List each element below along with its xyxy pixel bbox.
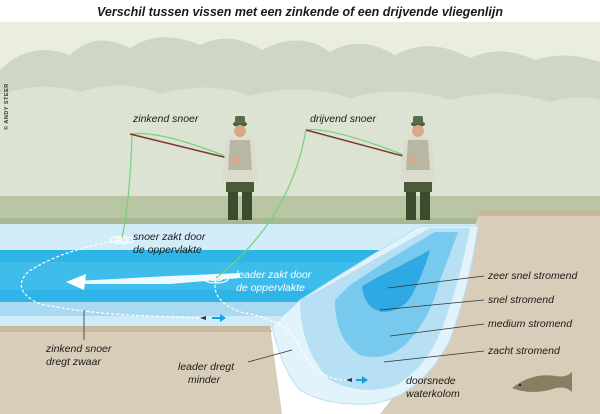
label-cross-section-2: waterkolom [406,388,460,400]
pointer-leader-drags [247,349,293,363]
rod-left [129,133,237,161]
label-line-sinks-2: de oppervlakte [133,244,202,256]
ripple-right [203,274,229,284]
current-arrow [74,273,240,284]
grass-bank [0,196,600,222]
angler-right [400,116,436,220]
label-fast: snel stromend [488,294,555,306]
label-sinking-line: zinkend snoer [132,113,199,125]
label-very-fast: zeer snel stromend [487,270,578,282]
left-earth-edge [0,326,272,332]
pointer-very-fast [387,275,485,289]
floating-fly-line [215,128,413,279]
label-leader-sinks-2: de oppervlakte [236,282,305,294]
rod-right [305,129,419,161]
label-leader-drags-1: leader dregt [178,361,235,373]
label-slow: zacht stromend [487,345,561,357]
ripple-left-inner [115,237,129,243]
label-leader-drags-2: minder [188,374,221,386]
fly-left-arrow-head [220,314,226,322]
cross-section-very-fast [362,250,430,312]
floating-leader-underwater [214,279,351,381]
right-earth-top [478,210,600,216]
pointer-medium [389,323,485,337]
label-medium: medium stromend [488,318,573,330]
fly-left [200,316,206,320]
label-leader-sinks-1: leader zakt door [236,269,312,281]
left-earth-bank [0,326,282,414]
angler-left [222,116,258,220]
label-sinking-drags-2: dregt zwaar [46,356,101,368]
pointer-slow [383,350,485,363]
fly-right-arrow-head [362,376,368,384]
label-cross-section-1: doorsnede [406,375,456,387]
label-line-sinks-1: snoer zakt door [133,231,206,243]
diagram-title: Verschil tussen vissen met een zinkende … [97,5,503,19]
label-floating-line: drijvend snoer [310,113,376,125]
fish [512,372,572,392]
current-arrow-head [66,274,86,290]
fly-right [346,378,352,382]
sinking-line-underwater [20,239,201,319]
tree-line-back [0,85,600,200]
fish-eye [518,383,522,387]
label-sinking-drags-1: zinkend snoer [45,343,112,355]
near-bank-line [0,218,600,224]
pointer-fast [379,299,485,311]
credit-text: © ANDY STEER [3,83,10,130]
